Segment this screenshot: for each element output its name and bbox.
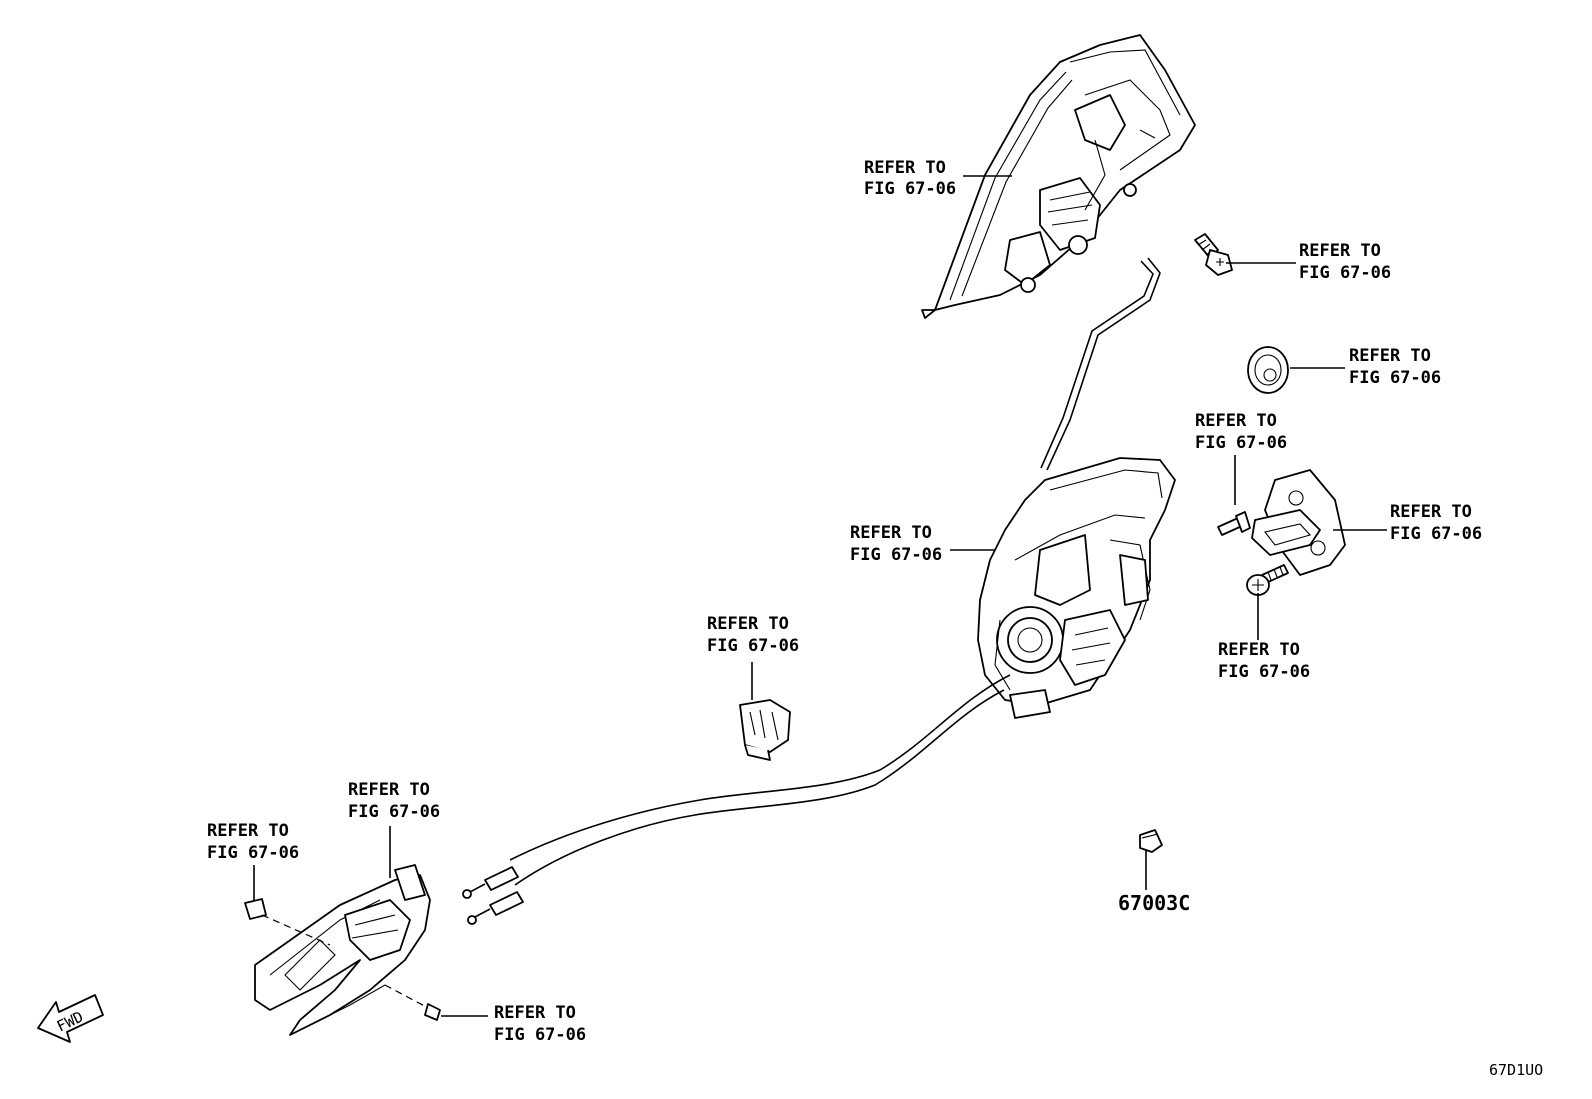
callout-line1: REFER TO: [1349, 346, 1431, 366]
inside-handle-cables: [462, 674, 1011, 925]
callout-striker-screw-upper: REFER TO FIG 67-06: [1195, 411, 1287, 453]
callout-line1: REFER TO: [1218, 640, 1300, 660]
callout-line1: REFER TO: [864, 158, 946, 178]
callout-line2: FIG 67-06: [1299, 263, 1391, 283]
callout-upper-frame: REFER TO FIG 67-06: [864, 158, 956, 199]
callout-line1: REFER TO: [494, 1003, 576, 1023]
lock-rod: [1040, 257, 1161, 471]
callout-line2: FIG 67-06: [348, 802, 440, 822]
screw-striker-upper: [1217, 511, 1251, 536]
callout-line2: FIG 67-06: [1349, 368, 1441, 388]
callout-bolt: REFER TO FIG 67-06: [1299, 241, 1391, 283]
callout-line1: REFER TO: [1195, 411, 1277, 431]
callout-line1: REFER TO: [348, 780, 430, 800]
callout-line1: REFER TO: [1390, 502, 1472, 522]
callout-line1: REFER TO: [207, 821, 289, 841]
callout-line1: REFER TO: [707, 614, 789, 634]
callout-handle-clip: REFER TO FIG 67-06: [207, 821, 299, 863]
door-lock-assembly: [977, 457, 1176, 719]
callout-line2: FIG 67-06: [707, 636, 799, 656]
screw-striker-lower: [1246, 564, 1289, 596]
part-number-label: 67003C: [1118, 891, 1190, 915]
callout-striker-screw-lower: REFER TO FIG 67-06: [1218, 640, 1310, 682]
callout-striker: REFER TO FIG 67-06: [1390, 502, 1482, 544]
callout-line2: FIG 67-06: [1390, 524, 1482, 544]
grommet: [1247, 346, 1289, 394]
cable-clamp: [739, 699, 791, 761]
bolt-upper: [1194, 233, 1233, 276]
leader-lines: [253, 175, 1387, 1017]
callout-line1: REFER TO: [1299, 241, 1381, 261]
fwd-arrow: FWD: [37, 994, 104, 1043]
callout-inside-handle: REFER TO FIG 67-06: [348, 780, 440, 822]
cap-67003c: [1139, 829, 1163, 853]
callout-lock: REFER TO FIG 67-06: [850, 523, 942, 565]
callout-clamp: REFER TO FIG 67-06: [707, 614, 799, 656]
inside-door-handle: [244, 864, 431, 1036]
callout-line1: REFER TO: [850, 523, 932, 543]
callout-grommet: REFER TO FIG 67-06: [1349, 346, 1441, 388]
callout-line2: FIG 67-06: [1218, 662, 1310, 682]
striker: [1251, 469, 1346, 576]
inside-handle-screw: [424, 1003, 441, 1021]
callout-line2: FIG 67-06: [864, 179, 956, 199]
callout-line2: FIG 67-06: [207, 843, 299, 863]
figure-code: 67D1UO: [1489, 1061, 1543, 1079]
outside-handle-frame: [921, 34, 1196, 319]
callout-line2: FIG 67-06: [850, 545, 942, 565]
callout-line2: FIG 67-06: [1195, 433, 1287, 453]
callout-line2: FIG 67-06: [494, 1025, 586, 1045]
callout-handle-screw: REFER TO FIG 67-06: [494, 1003, 586, 1045]
